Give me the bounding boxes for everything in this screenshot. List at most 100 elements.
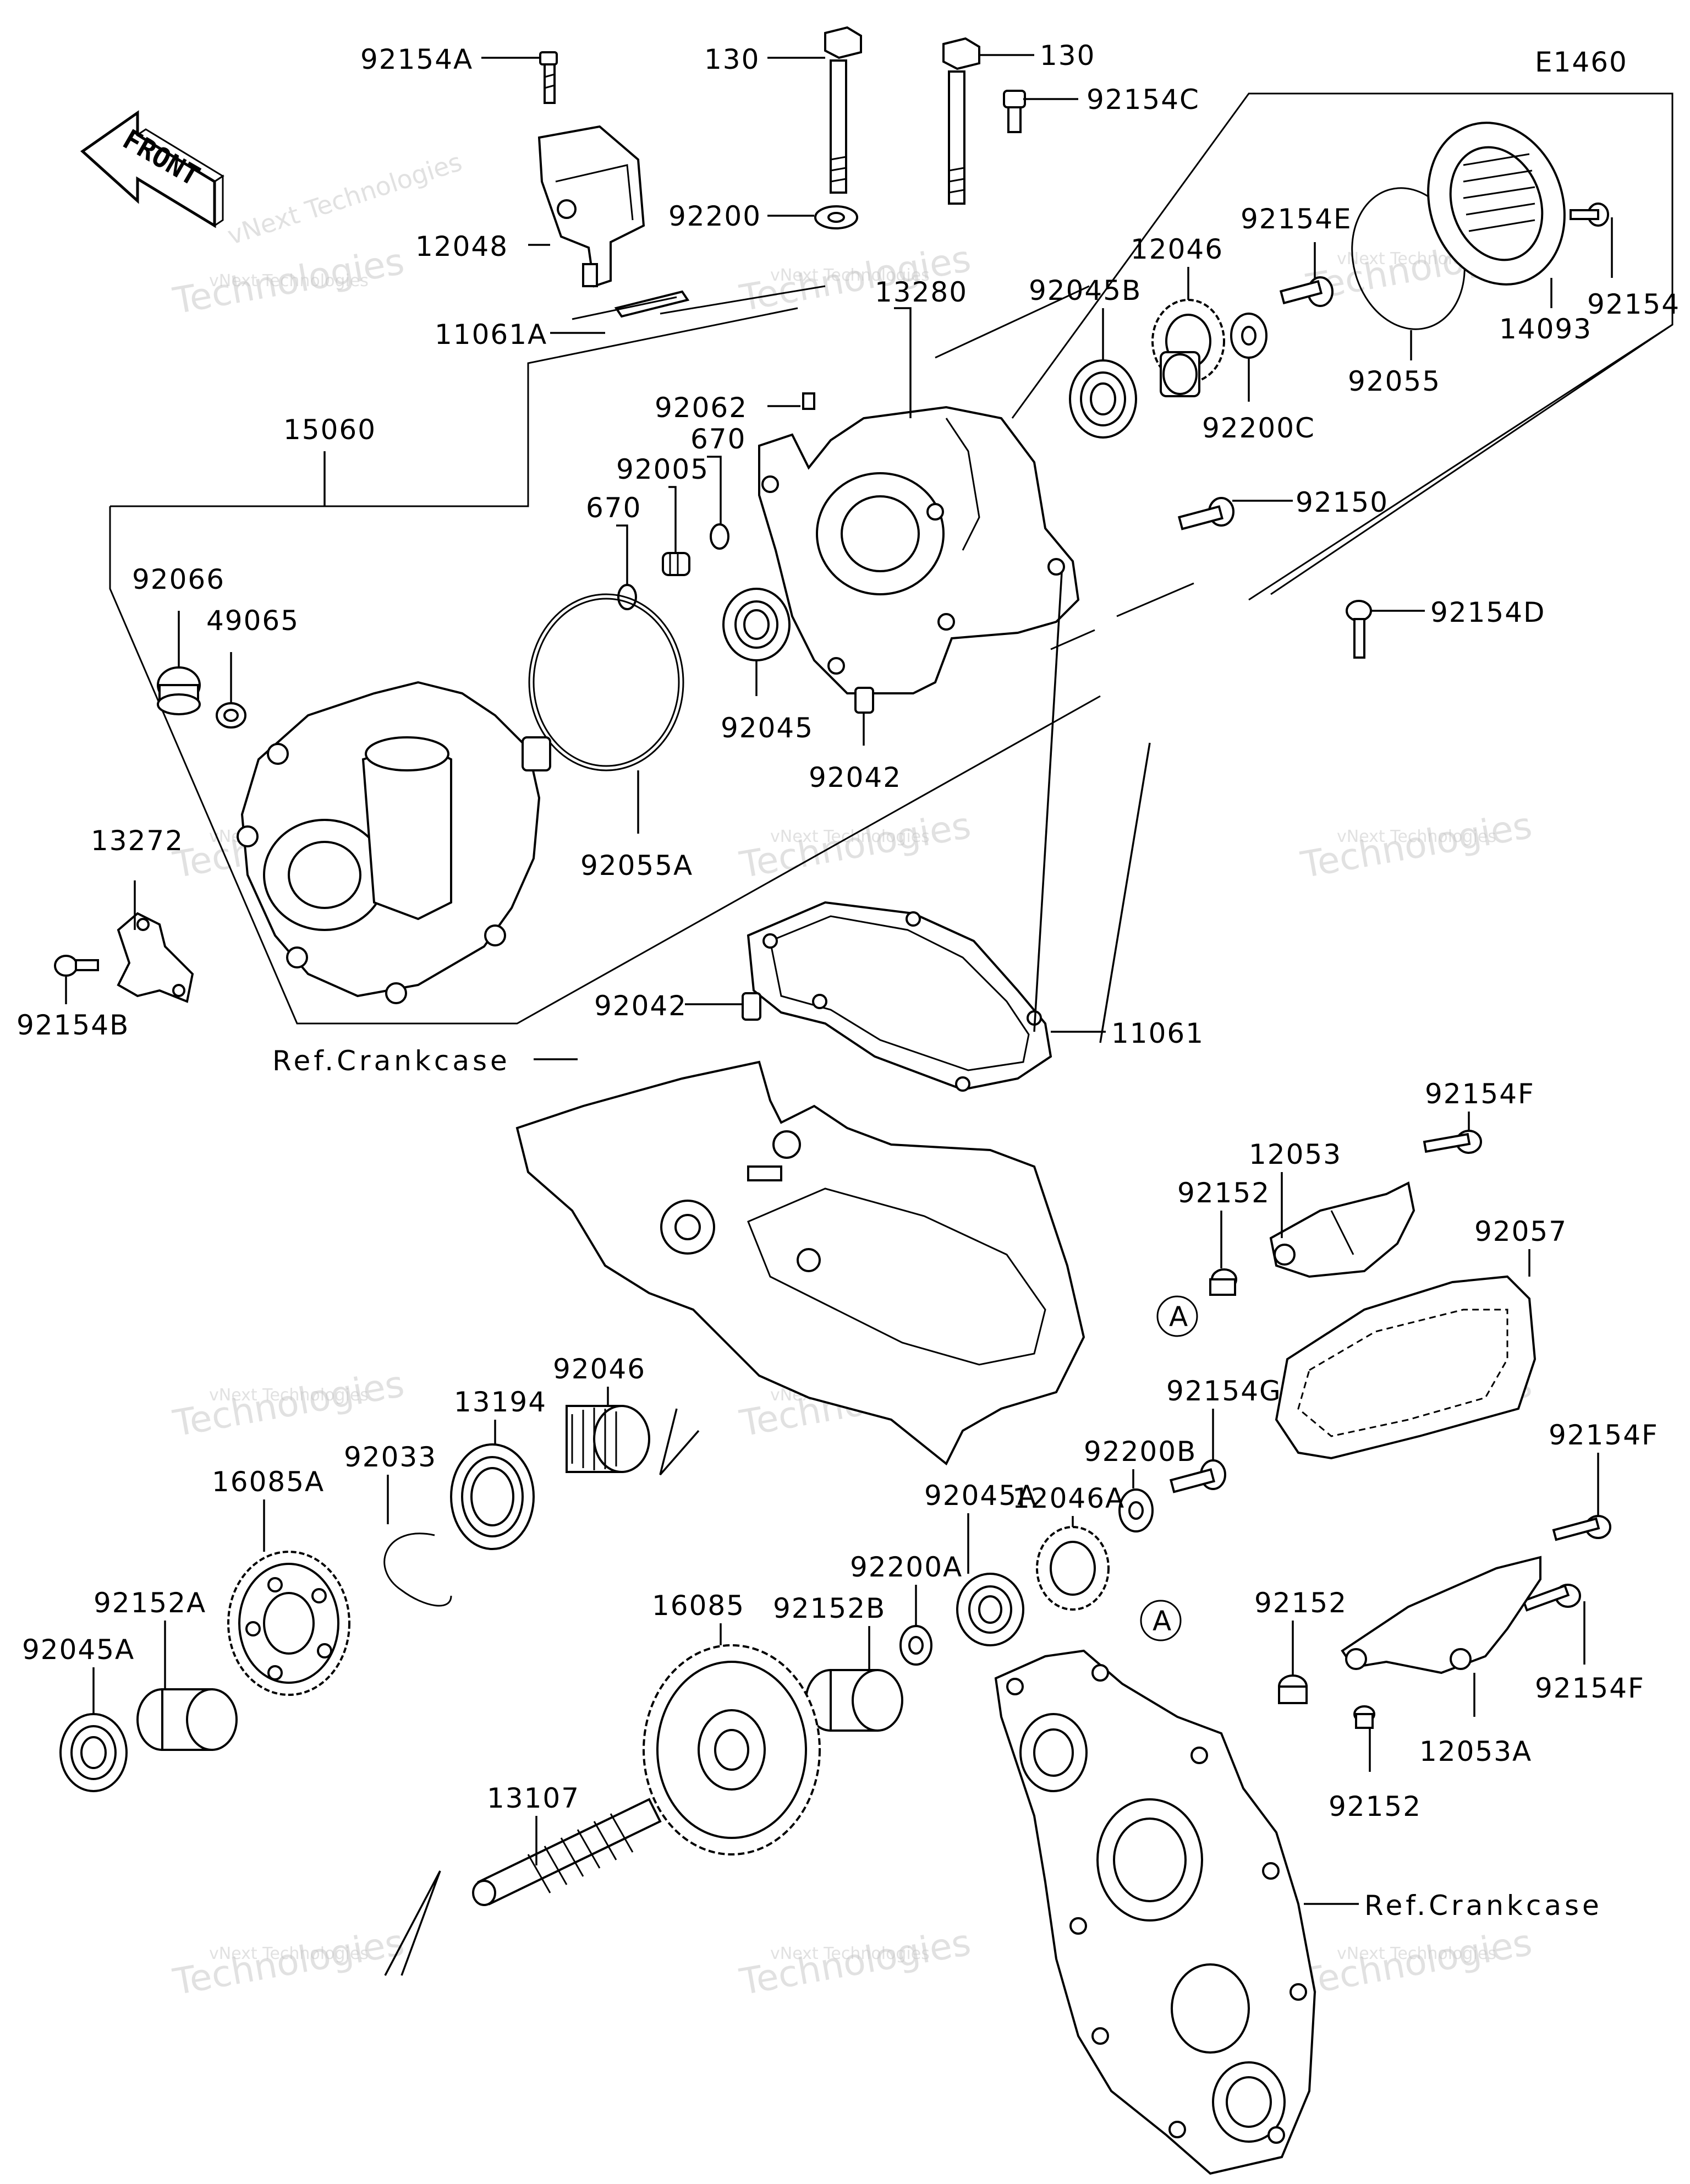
label-13194: 13194 bbox=[454, 1386, 547, 1418]
label-92200: 92200 bbox=[668, 200, 761, 232]
part-92154C-bolt[interactable] bbox=[1003, 90, 1026, 133]
part-92154D-bolt[interactable] bbox=[1346, 600, 1372, 659]
part-92152-collar-lower[interactable] bbox=[1353, 1705, 1375, 1729]
part-92045A-bearing-left[interactable] bbox=[59, 1713, 128, 1792]
label-92152: 92152 bbox=[1254, 1587, 1347, 1619]
label-92200A: 92200A bbox=[850, 1551, 963, 1583]
label-92045B: 92045B bbox=[1029, 275, 1142, 306]
part-92154F-bolt-lower[interactable] bbox=[1522, 1584, 1581, 1612]
label-92152: 92152 bbox=[1329, 1791, 1422, 1822]
label-14093: 14093 bbox=[1499, 313, 1592, 345]
part-92154F-bolt-middle[interactable] bbox=[1552, 1515, 1611, 1541]
part-92154B-bolt[interactable] bbox=[54, 955, 99, 977]
part-11061-gasket[interactable] bbox=[747, 901, 1052, 1092]
label-12048: 12048 bbox=[415, 231, 508, 262]
svg-text:Technologies: Technologies bbox=[169, 1362, 407, 1445]
part-92046-needle-bearing[interactable] bbox=[566, 1405, 650, 1473]
part-130-bolt-left[interactable] bbox=[824, 26, 862, 194]
label-92154F: 92154F bbox=[1549, 1419, 1659, 1451]
svg-text:Technologies: Technologies bbox=[1297, 804, 1535, 886]
part-92154E-bolt[interactable] bbox=[1279, 276, 1334, 307]
part-92200C-washer[interactable] bbox=[1230, 313, 1268, 359]
label-15060: 15060 bbox=[283, 414, 376, 446]
part-92005-nipple[interactable] bbox=[662, 552, 690, 576]
part-92042-dowel-lower[interactable] bbox=[742, 992, 761, 1021]
part-670-oring-upper[interactable] bbox=[710, 523, 729, 550]
diagram-code: E1460 bbox=[1535, 46, 1628, 78]
label-49065: 49065 bbox=[206, 605, 299, 637]
svg-text:vNext Technologies: vNext Technologies bbox=[770, 266, 930, 285]
label-11061A: 11061A bbox=[435, 319, 547, 351]
watermark: vNext Technologies Technologies bbox=[169, 1921, 407, 2004]
label-92154F: 92154F bbox=[1425, 1078, 1535, 1110]
assembly-outlines bbox=[109, 92, 1673, 1025]
svg-text:Technologies: Technologies bbox=[736, 804, 974, 886]
part-12046-gear[interactable] bbox=[1151, 299, 1225, 397]
label-92045A: 92045A bbox=[924, 1480, 1037, 1512]
part-16085-gear[interactable] bbox=[643, 1644, 821, 1855]
part-12048-tensioner[interactable] bbox=[537, 125, 645, 288]
part-13280-housing[interactable] bbox=[758, 406, 1080, 694]
svg-text:vNext Technologies: vNext Technologies bbox=[770, 1944, 930, 1963]
svg-text:vNext Technologies: vNext Technologies bbox=[209, 271, 369, 291]
part-92033-circlip[interactable] bbox=[383, 1532, 452, 1607]
part-92055A-oring[interactable] bbox=[528, 593, 684, 771]
part-92057-chain[interactable] bbox=[1275, 1275, 1537, 1460]
svg-text:vNext Technologies: vNext Technologies bbox=[209, 1386, 369, 1405]
part-13107-shaft[interactable] bbox=[472, 1798, 662, 1906]
label-130: 130 bbox=[1040, 40, 1095, 72]
part-13194-one-way-clutch[interactable] bbox=[450, 1443, 535, 1550]
label-92154B: 92154B bbox=[17, 1009, 129, 1041]
part-92066-plug[interactable] bbox=[157, 666, 201, 715]
part-92154A-bolt[interactable] bbox=[539, 51, 558, 104]
part-92062-plug[interactable] bbox=[802, 392, 815, 410]
part-16085A-gear[interactable] bbox=[227, 1551, 350, 1696]
label-92005: 92005 bbox=[616, 453, 709, 485]
part-92045B-bearing[interactable] bbox=[1069, 359, 1137, 439]
label-92042: 92042 bbox=[594, 990, 687, 1022]
part-92042-dowel-upper[interactable] bbox=[854, 687, 874, 714]
part-15060-water-pump[interactable] bbox=[237, 681, 551, 1004]
label-13280: 13280 bbox=[875, 276, 968, 308]
part-13272-bracket[interactable] bbox=[117, 912, 194, 1003]
part-92152-collar-middle[interactable] bbox=[1278, 1674, 1308, 1704]
part-92152A-collar[interactable] bbox=[136, 1688, 238, 1751]
watermark: vNext Technologies Technologies bbox=[1297, 804, 1535, 886]
part-92154F-bolt-upper[interactable] bbox=[1423, 1130, 1482, 1154]
label-92057: 92057 bbox=[1474, 1216, 1567, 1247]
label-92154E: 92154E bbox=[1241, 203, 1352, 235]
label-92154: 92154 bbox=[1587, 288, 1680, 320]
label-12046: 12046 bbox=[1131, 233, 1223, 265]
label-12053: 12053 bbox=[1249, 1138, 1342, 1170]
svg-text:Technologies: Technologies bbox=[169, 1921, 407, 2004]
part-12053-chain-guide[interactable] bbox=[1269, 1181, 1415, 1278]
label-92046: 92046 bbox=[553, 1353, 646, 1385]
part-11061A-gasket[interactable] bbox=[572, 290, 690, 320]
label-92200B: 92200B bbox=[1084, 1436, 1197, 1468]
part-49065-seal[interactable] bbox=[216, 702, 246, 729]
part-labels: E1460 92154A 130 130 92154C 92200 12048 … bbox=[17, 40, 1680, 1922]
part-14093-cover[interactable] bbox=[1406, 103, 1587, 304]
part-92154-bolt[interactable] bbox=[1570, 202, 1609, 227]
svg-text:Technologies: Technologies bbox=[169, 240, 407, 322]
label-670: 670 bbox=[586, 492, 641, 524]
part-92152-collar-upper[interactable] bbox=[1209, 1268, 1237, 1296]
part-92200-washer[interactable] bbox=[814, 205, 858, 229]
label-92033: 92033 bbox=[344, 1441, 437, 1473]
part-92200B-washer[interactable] bbox=[1118, 1488, 1154, 1532]
label-11061: 11061 bbox=[1111, 1017, 1204, 1049]
label-130: 130 bbox=[704, 43, 760, 75]
callout-A-upper: A bbox=[1156, 1295, 1198, 1337]
part-12053A-chain-guide[interactable] bbox=[1341, 1556, 1541, 1674]
part-92152B-collar[interactable] bbox=[805, 1669, 903, 1732]
part-12046A-gear[interactable] bbox=[1036, 1526, 1110, 1611]
part-92150-bolt[interactable] bbox=[1177, 497, 1234, 530]
part-130-bolt-right[interactable] bbox=[942, 37, 980, 205]
part-92045A-bearing-middle[interactable] bbox=[956, 1573, 1024, 1646]
label-92150: 92150 bbox=[1296, 486, 1389, 518]
part-92045-bearing[interactable] bbox=[722, 588, 791, 661]
label-13107: 13107 bbox=[487, 1782, 580, 1814]
part-92200A-washer[interactable] bbox=[899, 1625, 932, 1666]
label-92152: 92152 bbox=[1177, 1177, 1270, 1209]
